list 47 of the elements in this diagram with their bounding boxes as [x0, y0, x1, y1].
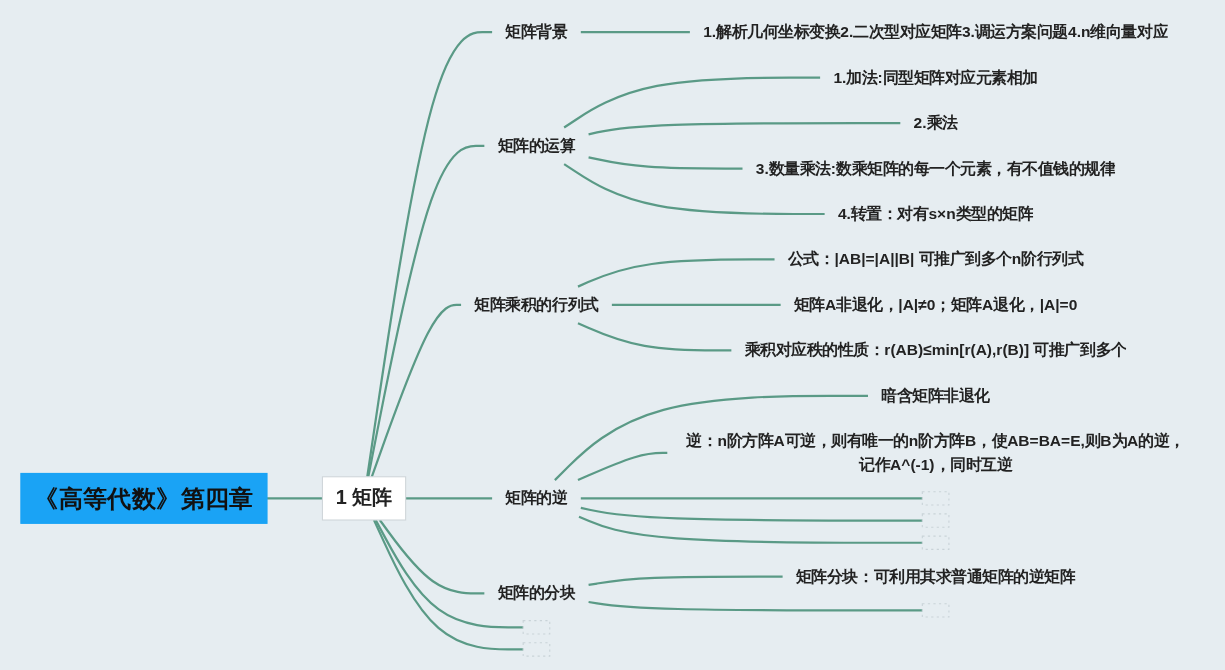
node-text: 矩阵分块：可利用其求普通矩阵的逆矩阵: [796, 567, 1076, 585]
node-text: 矩阵背景: [505, 22, 568, 41]
connector: [588, 121, 901, 136]
connector: [267, 497, 323, 500]
node-box: [522, 620, 551, 635]
node-text: 暗含矩阵非退化: [881, 386, 991, 405]
connector: [577, 451, 668, 482]
node-box: [522, 642, 551, 657]
node-text: 矩阵的运算: [497, 136, 576, 155]
node-box: [921, 535, 950, 550]
connector: [611, 303, 781, 307]
connector: [563, 76, 821, 129]
connector: [588, 156, 743, 170]
node-text: 逆：n阶方阵A可逆，则有唯一的n阶方阵B，使AB=BA=E,则B为A的逆，记作A^(-1)，同时互逆: [686, 431, 1185, 473]
node-text: 4.转置：对有s×n类型的矩阵: [838, 204, 1034, 223]
connector: [580, 497, 923, 500]
connector: [563, 163, 825, 216]
connector: [577, 258, 775, 288]
connector: [580, 506, 923, 522]
connector: [405, 497, 493, 500]
node-text: 2.乘法: [913, 113, 958, 132]
connector: [374, 519, 524, 629]
connector: [379, 519, 485, 595]
node-text: 3.数量乘法:数乘矩阵的每一个元素，有不值钱的规律: [755, 159, 1116, 177]
node-box: [921, 513, 950, 528]
node-text: 矩阵的逆: [505, 488, 568, 507]
connector: [588, 600, 923, 612]
connector: [370, 303, 462, 478]
node-text: 矩阵的分块: [497, 584, 576, 602]
node-box: [921, 491, 950, 506]
node-text: 1.解析几何坐标变换2.二次型对应矩阵3.调运方案问题4.n维向量对应: [703, 22, 1169, 41]
node-text: 公式：|AB|=|A||B| 可推广到多个n阶行列式: [787, 250, 1084, 268]
node-text: 1.加法:同型矩阵对应元素相加: [833, 68, 1038, 86]
node-box: [921, 603, 950, 618]
connector: [373, 519, 524, 651]
connector: [554, 394, 869, 481]
node-text: 矩阵A非退化，|A|≠0；矩阵A退化，|A|=0: [794, 295, 1078, 314]
connector: [366, 31, 493, 477]
connector: [577, 322, 732, 352]
connector: [578, 515, 923, 544]
connector: [580, 31, 690, 34]
connector: [367, 144, 485, 477]
node-box: 《高等代数》第四章: [20, 472, 268, 524]
node-text: 乘积对应秩的性质：r(AB)≤min[r(A),r(B)] 可推广到多个: [744, 340, 1127, 359]
node-text: 矩阵乘积的行列式: [474, 295, 599, 314]
connector: [588, 575, 783, 586]
node-box: 1 矩阵: [322, 476, 407, 521]
